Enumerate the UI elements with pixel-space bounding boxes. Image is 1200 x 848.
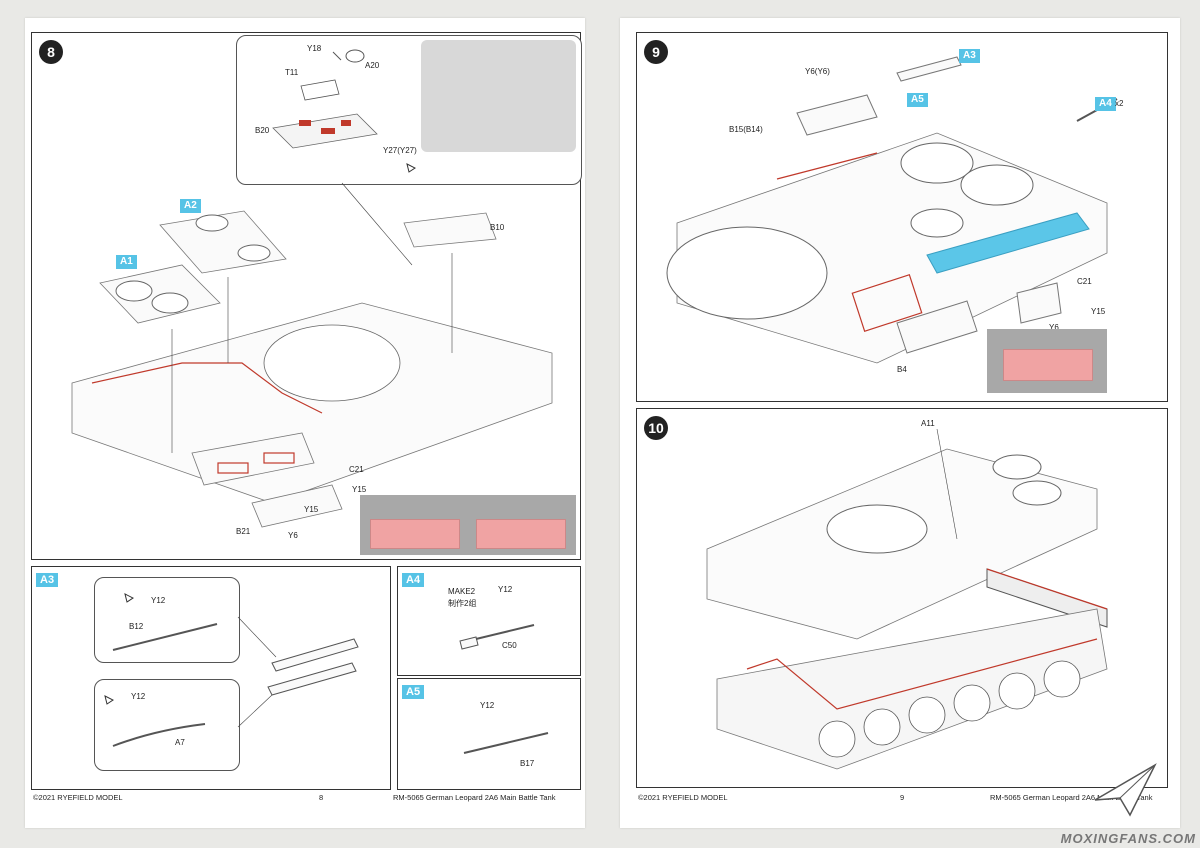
sub-a4-title: A4: [402, 573, 425, 587]
red-pad-left: [370, 519, 460, 549]
a3-b12-drawing: [112, 593, 218, 651]
sub-a3-title: A3: [36, 573, 59, 587]
sub-a3-panel: A3 Y12 B12 Y12 A7: [31, 566, 391, 790]
label-c21: C21: [1077, 277, 1092, 286]
label-t11: T11: [285, 68, 299, 77]
a4-drawing: [459, 624, 535, 650]
a4-make-cn: 制作2组: [448, 599, 477, 608]
footer-product-left: RM-5065 German Leopard 2A6 Main Battle T…: [393, 793, 556, 802]
detail-inset: Y18 A20 T11 B20 Y27(Y27): [236, 35, 582, 185]
a5-drawing: [463, 732, 549, 754]
tag-a2: A2: [180, 199, 201, 213]
label-a11: A11: [921, 419, 935, 428]
tag-a4: A4: [1095, 97, 1116, 111]
footer-product-right: RM-5065 German Leopard 2A6 Main Battle T…: [990, 793, 1153, 802]
label-y15: Y15: [1091, 307, 1106, 316]
a4-label-c50: C50: [502, 641, 517, 650]
step-8-hull-drawing: [71, 182, 553, 528]
label-y27: Y27(Y27): [383, 146, 417, 155]
footer-copyright-left: ©2021 RYEFIELD MODEL: [33, 793, 123, 802]
step-number: 9: [644, 40, 668, 64]
step-10-panel: 10 A11: [636, 408, 1168, 788]
red-pad-right: [476, 519, 566, 549]
label-y15-top: Y15: [352, 485, 367, 494]
tag-a1: A1: [116, 255, 137, 269]
a3-a7-drawing: [104, 695, 206, 747]
sub-a4-panel: A4 MAKE2 制作2组 Y12 C50: [397, 566, 581, 676]
tag-a3: A3: [959, 49, 980, 63]
left-page: 8 Y18 A20 T11 B20 Y27(Y27): [25, 18, 585, 828]
label-b15: B15(B14): [729, 125, 763, 134]
paper-plane-logo-icon: [1094, 763, 1157, 817]
footer-page-left: 8: [319, 793, 324, 802]
label-x2: x2: [1115, 99, 1124, 108]
reference-photo: [987, 329, 1107, 393]
label-y6y6: Y6(Y6): [805, 67, 830, 76]
label-c21: C21: [349, 465, 364, 474]
a4-make: MAKE2: [448, 587, 476, 596]
tag-a5: A5: [907, 93, 928, 107]
watermark: MOXINGFANS.COM: [1060, 831, 1196, 846]
right-page: 9 A3 A5 A4 x2 Y6(Y6) B15(B14) C21 Y15 Y6…: [620, 18, 1180, 828]
a3-label-y12-bottom: Y12: [131, 692, 146, 701]
a3-inset-top: Y12 B12: [94, 577, 240, 663]
a4-label-y12: Y12: [498, 585, 513, 594]
a5-label-b17: B17: [520, 759, 535, 768]
label-b10: B10: [490, 223, 505, 232]
a3-label-a7: A7: [175, 738, 185, 747]
step-number: 10: [644, 416, 668, 440]
red-pad: [1003, 349, 1093, 381]
step-9-panel: 9 A3 A5 A4 x2 Y6(Y6) B15(B14) C21 Y15 Y6…: [636, 32, 1168, 402]
label-b21: B21: [236, 527, 251, 536]
label-a20: A20: [365, 61, 380, 70]
label-y6: Y6: [1049, 323, 1059, 332]
label-y15-bottom: Y15: [304, 505, 319, 514]
sub-a5-title: A5: [402, 685, 425, 699]
a3-inset-bottom: Y12 A7: [94, 679, 240, 771]
label-b20: B20: [255, 126, 270, 135]
detail-render: [421, 40, 576, 152]
step-9-hull-drawing: [666, 56, 1118, 364]
reference-photo: [360, 495, 576, 555]
label-y18: Y18: [307, 44, 322, 53]
label-b4: B4: [897, 365, 907, 374]
a3-assembly-drawing: [237, 616, 359, 728]
detail-inset-drawing: [272, 49, 416, 173]
footer-copyright-right: ©2021 RYEFIELD MODEL: [638, 793, 728, 802]
step-10-tank-drawing: [706, 428, 1108, 770]
a3-label-y12-top: Y12: [151, 596, 166, 605]
step-8-panel: 8 Y18 A20 T11 B20 Y27(Y27): [31, 32, 582, 560]
step-number: 8: [39, 40, 63, 64]
sub-a5-panel: A5 Y12 B17: [397, 678, 581, 790]
label-y6-bottom: Y6: [288, 531, 298, 540]
a3-label-b12: B12: [129, 622, 144, 631]
a5-label-y12: Y12: [480, 701, 495, 710]
footer-page-right: 9: [900, 793, 905, 802]
